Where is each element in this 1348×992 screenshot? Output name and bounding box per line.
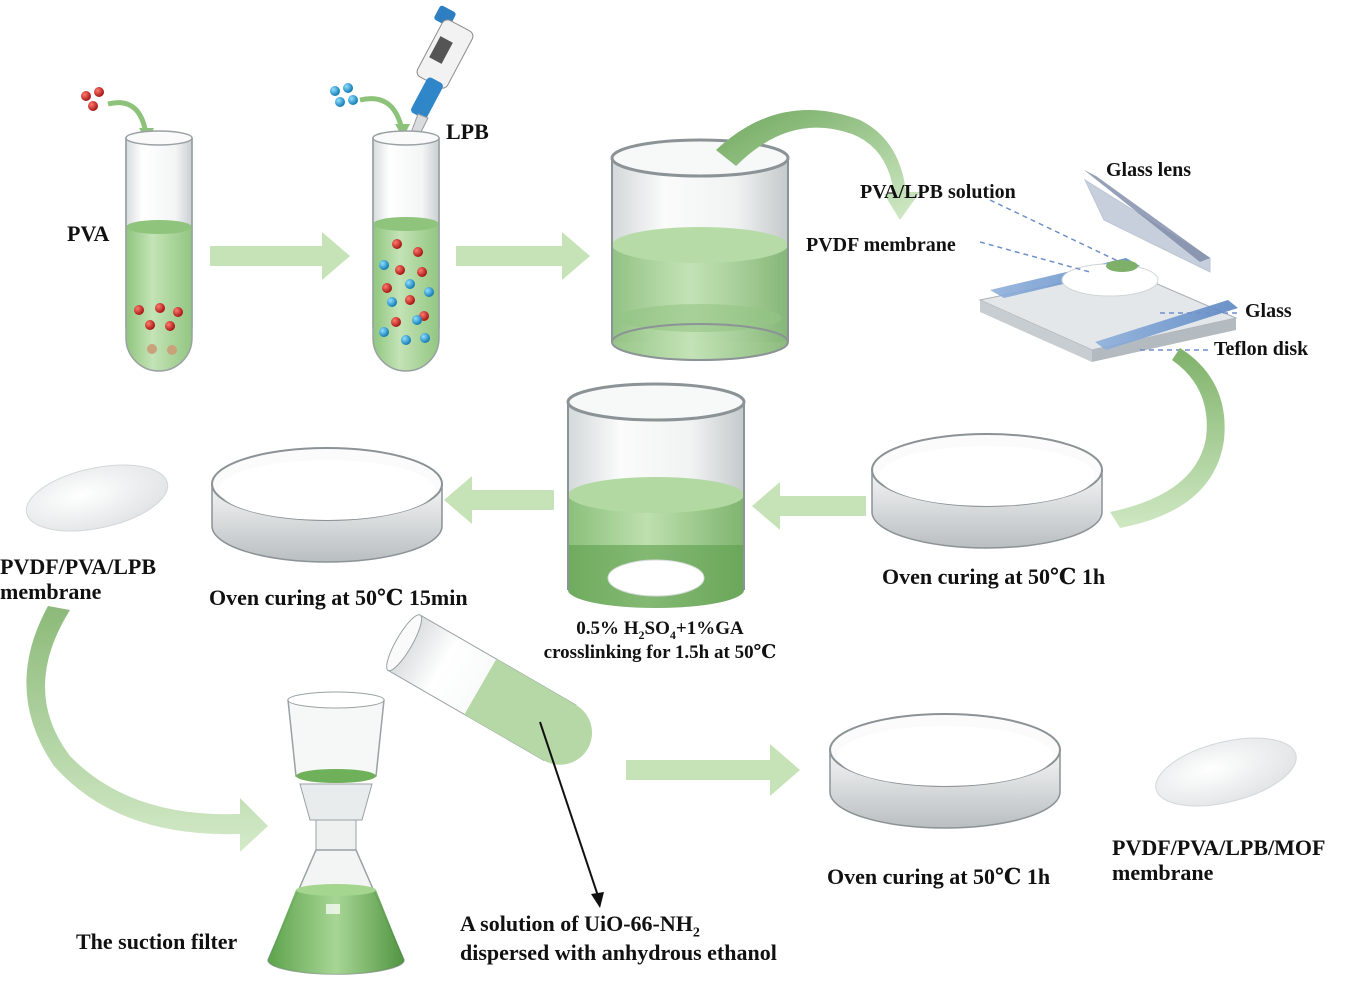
curved-arrow-2 <box>1110 348 1225 528</box>
flow-arrow-4 <box>444 476 554 524</box>
oven-curing-1h-top-label: Oven curing at 50℃ 1h <box>882 564 1106 589</box>
petri-dish-left <box>211 447 443 563</box>
final-membrane-icon <box>1155 737 1297 807</box>
suction-filter-label: The suction filter <box>76 929 238 954</box>
uio-solution-tube <box>386 614 592 765</box>
glass-lens-label: Glass lens <box>1106 159 1192 181</box>
crosslinking-beaker <box>566 382 746 608</box>
lpb-test-tube <box>372 130 440 372</box>
red-particles-icon <box>81 87 104 111</box>
pva-label: PVA <box>67 221 110 246</box>
crosslinking-label: 0.5% H2SO4+1%GA crosslinking for 1.5h at… <box>543 618 777 664</box>
pva-lpb-solution-label: PVA/LPB solution <box>860 181 1016 203</box>
blue-particles-icon <box>330 83 358 107</box>
pva-test-tube <box>125 130 193 372</box>
flow-arrow-1 <box>210 232 350 280</box>
leader-line <box>989 199 1121 263</box>
oven-curing-15min-label: Oven curing at 50℃ 15min <box>209 585 468 610</box>
flow-arrow-2 <box>456 232 590 280</box>
pointer-line <box>539 721 599 897</box>
petri-dish-right <box>871 433 1103 549</box>
mixing-beaker <box>610 138 790 361</box>
coating-device <box>978 170 1238 362</box>
oven-curing-1h-bottom-label: Oven curing at 50℃ 1h <box>827 864 1051 889</box>
teflon-disk-label: Teflon disk <box>1214 338 1309 360</box>
suction-filter-icon <box>267 691 405 975</box>
pvdf-membrane-label: PVDF membrane <box>806 234 956 256</box>
flow-arrow-3 <box>752 482 866 530</box>
curved-arrow-1 <box>716 110 920 220</box>
lpb-label: LPB <box>446 119 489 144</box>
petri-dish-bottom <box>829 713 1061 829</box>
pvdf-pva-lpb-membrane-icon <box>25 464 169 532</box>
flow-arrow-5 <box>626 744 800 796</box>
pvdf-pva-lpb-membrane-label: PVDF/PVA/LPB membrane <box>0 554 157 604</box>
final-membrane-label: PVDF/PVA/LPB/MOF membrane <box>1112 835 1326 885</box>
uio-solution-label: A solution of UiO-66-NH2 dispersed with … <box>460 911 777 966</box>
glass-label: Glass <box>1245 300 1292 322</box>
curved-arrow-3 <box>26 606 268 852</box>
